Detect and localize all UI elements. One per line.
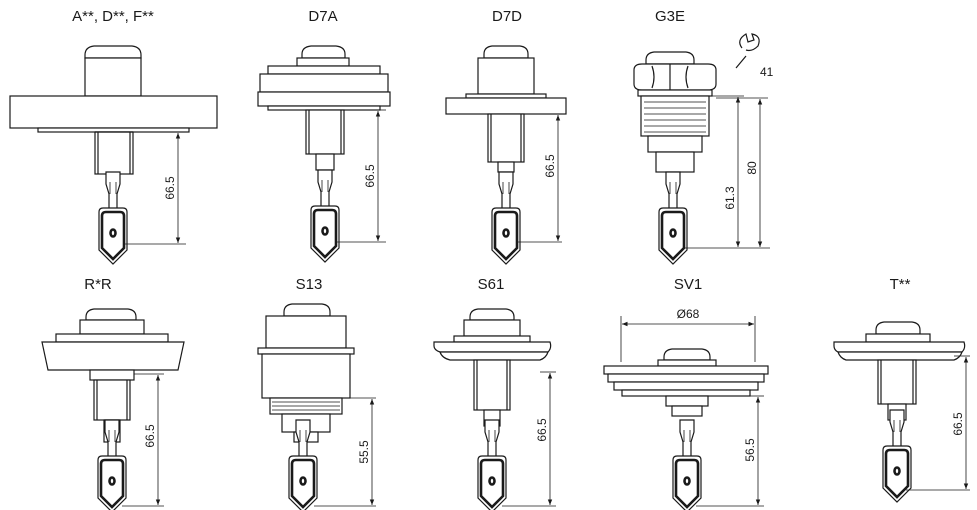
- dimension-line: 66.5: [502, 371, 556, 507]
- dimension-value: 66.5: [543, 154, 557, 178]
- variant-label: S13: [296, 276, 323, 293]
- variant-d7a: D7A 66.5: [257, 8, 391, 264]
- dimension-line: 56.5: [696, 395, 764, 507]
- variant-s61: S61 66.5: [433, 276, 556, 510]
- diameter-value: Ø68: [677, 307, 700, 321]
- variant-a-d-f: A**, D**, F** 66.5: [9, 8, 218, 266]
- variant-g3e: G3E 41 61.3 80: [633, 8, 774, 266]
- probe-drawing: [633, 51, 717, 266]
- dimension-line: 66.5: [122, 373, 164, 507]
- probe-drawing: [445, 45, 567, 266]
- dimension-line: 66.5: [336, 109, 386, 243]
- dimension-value: 66.5: [163, 176, 177, 200]
- wrench-size-callout: 41: [735, 33, 774, 79]
- dimension-line: 55.5: [314, 397, 376, 507]
- dimension-value: 66.5: [535, 418, 549, 442]
- dimension-value: 55.5: [357, 440, 371, 464]
- variant-label: G3E: [655, 8, 685, 25]
- variant-r-r: R*R 66.5: [41, 276, 185, 510]
- dimension-value-outer: 80: [745, 161, 759, 175]
- diameter-dimension: Ø68: [620, 307, 756, 362]
- variant-label: A**, D**, F**: [72, 8, 154, 25]
- variant-t: T** 66.5: [833, 276, 970, 504]
- probe-drawing: [9, 45, 218, 266]
- variant-label: D7D: [492, 8, 522, 25]
- probe-drawing: [257, 303, 355, 510]
- dimension-line: 66.5: [124, 131, 189, 245]
- dimension-value: 56.5: [743, 438, 757, 462]
- variant-sv1: SV1 Ø68 56.5: [603, 276, 769, 510]
- dimension-value-inner: 61.3: [723, 186, 737, 210]
- probe-drawing: [433, 308, 552, 510]
- dimension-value: 66.5: [143, 424, 157, 448]
- dimension-value: 66.5: [951, 412, 965, 436]
- variant-label: R*R: [84, 276, 112, 293]
- variant-label: T**: [890, 276, 911, 293]
- variant-label: SV1: [674, 276, 702, 293]
- dimension-value: 66.5: [363, 164, 377, 188]
- probe-drawing: [41, 308, 185, 510]
- variant-s13: S13 55.5: [257, 276, 376, 510]
- probe-drawing: [833, 321, 966, 504]
- variant-label: S61: [478, 276, 505, 293]
- dimension-lines: 61.3 80: [684, 95, 770, 249]
- probe-drawing: [603, 348, 769, 510]
- probe-drawing: [257, 45, 391, 264]
- variant-d7d: D7D 66.5: [445, 8, 567, 266]
- variant-label: D7A: [308, 8, 337, 25]
- dimension-line: 66.5: [906, 355, 970, 491]
- dimension-line: 66.5: [516, 113, 562, 243]
- wrench-size: 41: [760, 65, 774, 79]
